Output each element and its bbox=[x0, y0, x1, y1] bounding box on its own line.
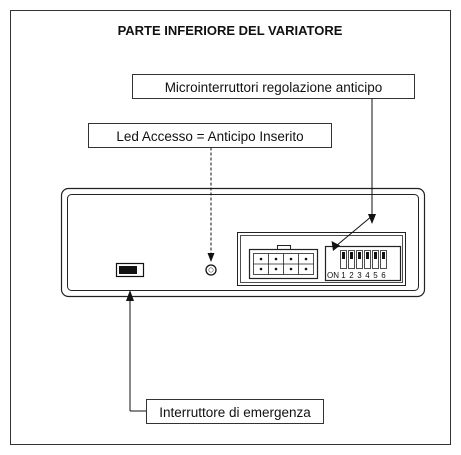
led-indicator bbox=[205, 264, 217, 276]
diagram-title: PARTE INFERIORE DEL VARIATORE bbox=[118, 23, 343, 38]
dip-number-3: 3 bbox=[357, 271, 362, 280]
microswitch-leader-arrow bbox=[331, 98, 376, 251]
microswitch-label: Microinterruttori regolazione anticipo bbox=[165, 80, 383, 95]
dip-number-1: 1 bbox=[341, 271, 346, 280]
pin-connector bbox=[248, 245, 319, 280]
led-label: Led Accesso = Anticipo Inserito bbox=[116, 129, 303, 144]
microswitch-label-box bbox=[132, 74, 415, 99]
emergency-label-box bbox=[146, 399, 324, 424]
dip-on-label: ON bbox=[327, 271, 339, 280]
emergency-label: Interruttore di emergenza bbox=[159, 405, 311, 420]
dip-number-2: 2 bbox=[349, 271, 354, 280]
dip-switch-levers bbox=[340, 250, 387, 269]
led-leader-arrow bbox=[207, 147, 215, 262]
dip-number-5: 5 bbox=[373, 271, 378, 280]
dip-number-4: 4 bbox=[365, 271, 370, 280]
emergency-switch bbox=[115, 262, 145, 278]
led-label-box bbox=[88, 123, 332, 148]
dip-switch-block: ON 1 2 3 4 5 6 bbox=[324, 245, 402, 282]
emergency-leader-arrow bbox=[126, 290, 146, 412]
dip-number-6: 6 bbox=[381, 271, 386, 280]
